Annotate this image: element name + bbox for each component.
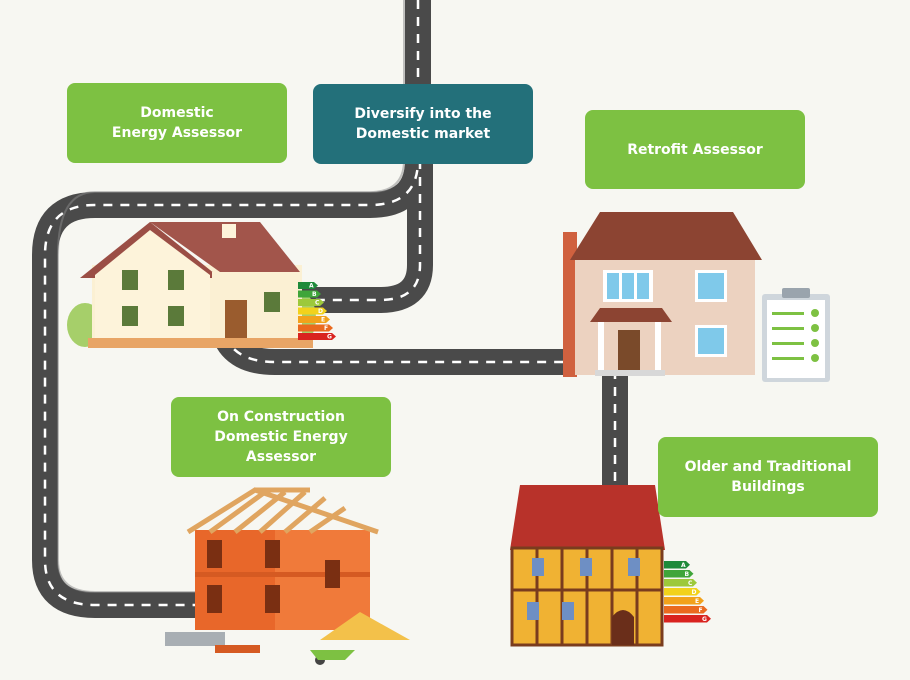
label-text: Domestic Energy Assessor [111,105,243,141]
label-text: Older and Traditional Buildings [684,459,852,495]
label-older-traditional-buildings: Older and Traditional Buildings [658,437,878,517]
label-domestic-energy-assessor: Domestic Energy Assessor [67,83,287,163]
rating-bar-c [664,579,697,587]
rating-letter-g: G [327,334,332,341]
rating-letter-f: F [324,325,328,332]
rating-letter-c: C [315,300,320,307]
rating-bar-e [664,597,704,605]
rating-letter-d: D [318,308,323,315]
rating-bar-f [664,606,708,614]
rating-letter-a: A [681,562,686,569]
rating-bar-a [664,561,690,569]
rating-bar-g [664,615,711,623]
label-text: Retrofit Assessor [627,141,763,158]
rating-letter-g: G [702,616,707,623]
rating-bar-c [298,299,324,306]
label-retrofit-assessor: Retrofit Assessor [585,110,805,189]
rating-bar-g [298,333,336,340]
rating-letter-d: D [692,589,697,596]
label-text: On Construction Domestic Energy Assessor [214,409,348,465]
rating-bar-f [298,324,333,332]
rating-bar-d [298,307,327,315]
rating-letter-b: B [685,571,690,578]
label-diversify-domestic-market: Diversify into the Domestic market [313,84,533,164]
rating-bar-b [298,290,321,298]
timber-frame-house-illustration [510,485,665,647]
rating-bar-d [664,588,701,596]
domestic-house-illustration [67,222,316,348]
retrofit-house-illustration [563,212,830,382]
rating-letter-f: F [699,607,703,614]
rating-bar-a [298,282,318,289]
construction-house-illustration [165,487,410,665]
rating-letter-c: C [688,580,693,587]
rating-letter-b: B [312,291,317,298]
rating-bar-b [664,570,694,578]
rating-letter-e: E [695,598,699,605]
rating-bar-e [298,316,330,323]
rating-letter-e: E [321,317,325,324]
rating-letter-a: A [309,283,314,290]
label-text: Diversify into the Domestic market [354,106,492,142]
label-on-construction-dea: On Construction Domestic Energy Assessor [171,397,391,477]
